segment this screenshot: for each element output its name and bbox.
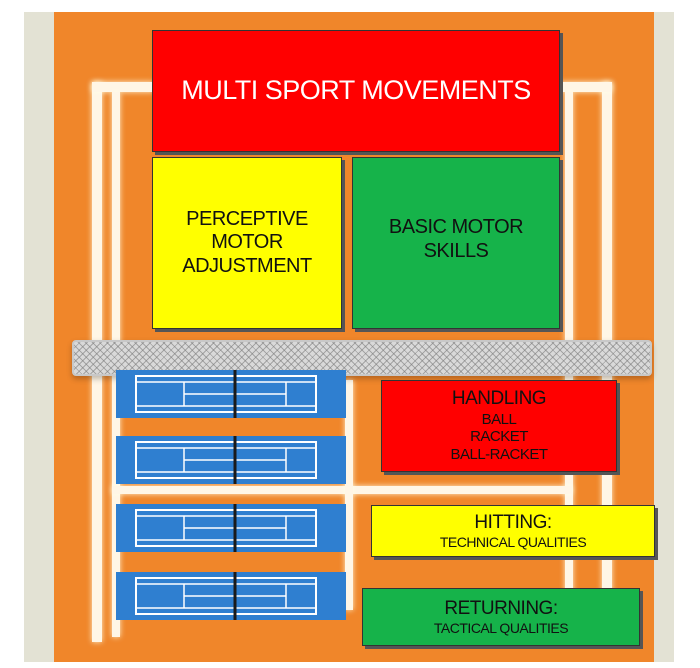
handling-box: HANDLING BALL RACKET BALL-RACKET [381, 380, 617, 472]
handling-item-racket: RACKET [470, 428, 528, 446]
hitting-heading: HITTING: [474, 511, 552, 533]
tennis-net-icon [72, 340, 652, 376]
perceptive-line-3: ADJUSTMENT [182, 254, 312, 277]
hitting-subtitle: TECHNICAL QUALITIES [439, 533, 587, 550]
multi-sport-movements-box: MULTI SPORT MOVEMENTS [152, 30, 560, 152]
court-service-line [112, 486, 572, 494]
tennis-court-icon [116, 436, 346, 484]
basic-motor-line-1: BASIC MOTOR [388, 216, 524, 238]
perceptive-line-2: MOTOR [211, 231, 283, 254]
tennis-court-icon [116, 370, 346, 418]
handling-heading: HANDLING [451, 388, 547, 410]
court-line-top-left [92, 82, 154, 92]
returning-subtitle: TACTICAL QUALITIES [433, 619, 569, 636]
court-line-top-right [560, 82, 612, 92]
multi-sport-movements-label: MULTI SPORT MOVEMENTS [181, 75, 531, 106]
basic-motor-line-2: SKILLS [423, 239, 489, 262]
perceptive-line-1: PERCEPTIVE [186, 207, 308, 230]
perceptive-motor-adjustment-box: PERCEPTIVE MOTOR ADJUSTMENT [152, 157, 342, 329]
court-center-line [345, 380, 353, 610]
handling-item-ball-racket: BALL-RACKET [450, 446, 548, 464]
returning-box: RETURNING: TACTICAL QUALITIES [362, 588, 640, 646]
hitting-box: HITTING: TECHNICAL QUALITIES [371, 505, 655, 557]
basic-motor-skills-box: BASIC MOTOR SKILLS [352, 157, 560, 329]
returning-heading: RETURNING: [444, 597, 558, 619]
tennis-court-icon [116, 504, 346, 552]
handling-item-ball: BALL [481, 410, 517, 428]
tennis-court-icon [116, 572, 346, 620]
